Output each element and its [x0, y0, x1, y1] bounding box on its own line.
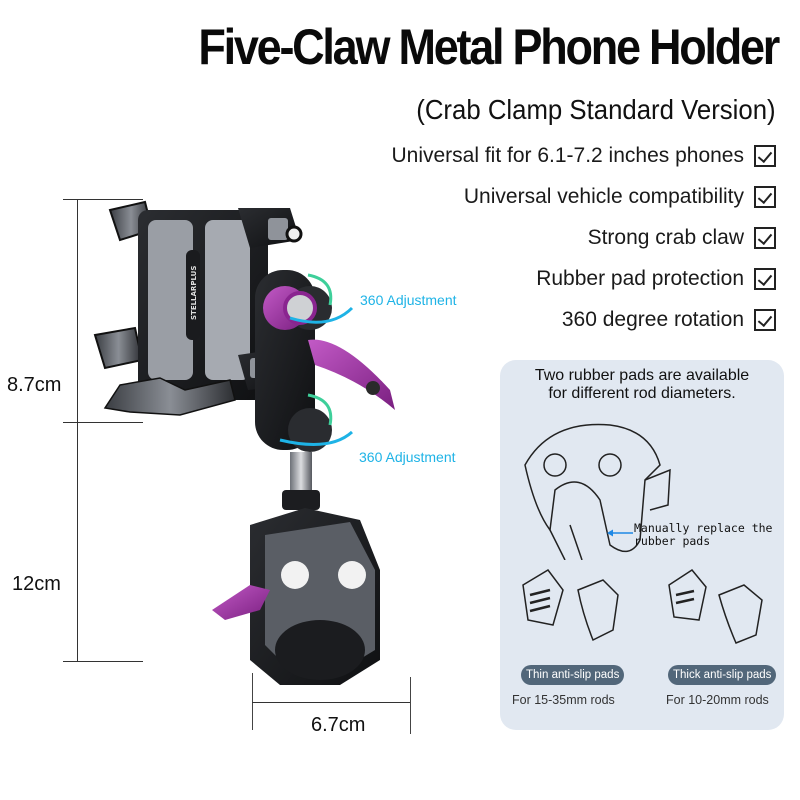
ball-arm	[255, 270, 395, 452]
rotation-arrows-icon	[279, 273, 354, 446]
feature-item: Strong crab claw	[306, 217, 776, 258]
phone-holder-illustration: STELLARPLUS	[93, 200, 395, 685]
panel-title-line1: Two rubber pads are available	[534, 367, 750, 384]
clamp-diagram-icon	[524, 423, 671, 560]
thin-pads-badge: Thin anti-slip pads	[521, 665, 625, 685]
panel-title-line2: for different rod diameters.	[548, 385, 736, 402]
svg-text:STELLARPLUS: STELLARPLUS	[190, 266, 198, 320]
dimension-tick	[63, 422, 143, 423]
feature-label: Rubber pad protection	[536, 266, 744, 290]
page-subtitle: (Crab Clamp Standard Version)	[416, 94, 776, 125]
checkbox-checked-icon	[754, 308, 776, 331]
holder-height-label: 8.7cm	[7, 374, 62, 396]
thin-pads-desc: For 15-35mm rods	[512, 693, 615, 707]
dimension-tick	[63, 199, 143, 200]
dimension-tick	[252, 673, 253, 730]
extension-pole	[290, 452, 312, 500]
thick-pads-diagram-icon	[668, 569, 763, 644]
feature-list: Universal fit for 6.1-7.2 inches phones …	[306, 135, 776, 340]
phone-cradle: STELLARPLUS	[93, 200, 303, 416]
feature-label: Universal vehicle compatibility	[463, 184, 744, 208]
replace-pads-note: Manually replace the rubber pads	[634, 521, 773, 548]
adjustment-label-upper: 360 Adjustment	[360, 292, 457, 308]
feature-label: Strong crab claw	[587, 225, 744, 249]
arrow-left-icon	[607, 529, 633, 537]
checkbox-checked-icon	[754, 226, 776, 249]
adjustment-label-lower: 360 Adjustment	[359, 449, 456, 465]
checkbox-checked-icon	[754, 144, 776, 167]
thick-pads-desc: For 10-20mm rods	[666, 693, 769, 707]
feature-item: Universal vehicle compatibility	[306, 176, 776, 217]
rubber-pads-panel: Two rubber pads are available for differ…	[500, 360, 784, 730]
page-title: Five-Claw Metal Phone Holder	[198, 19, 780, 75]
feature-label: 360 degree rotation	[561, 307, 744, 331]
thin-pads-diagram-icon	[522, 569, 619, 642]
crab-clamp	[212, 508, 380, 685]
feature-item: 360 degree rotation	[306, 299, 776, 340]
checkbox-checked-icon	[754, 267, 776, 290]
dimension-line	[252, 702, 410, 703]
dimension-line	[77, 199, 78, 661]
feature-item: Rubber pad protection	[306, 258, 776, 299]
dimension-tick	[63, 661, 143, 662]
checkbox-checked-icon	[754, 185, 776, 208]
arm-height-label: 12cm	[12, 573, 61, 595]
feature-label: Universal fit for 6.1-7.2 inches phones	[391, 143, 744, 167]
panel-title: Two rubber pads are available for differ…	[500, 367, 784, 403]
thick-pads-badge: Thick anti-slip pads	[668, 665, 777, 685]
dimension-tick	[410, 677, 411, 734]
feature-item: Universal fit for 6.1-7.2 inches phones	[306, 135, 776, 176]
clamp-width-label: 6.7cm	[311, 714, 366, 736]
